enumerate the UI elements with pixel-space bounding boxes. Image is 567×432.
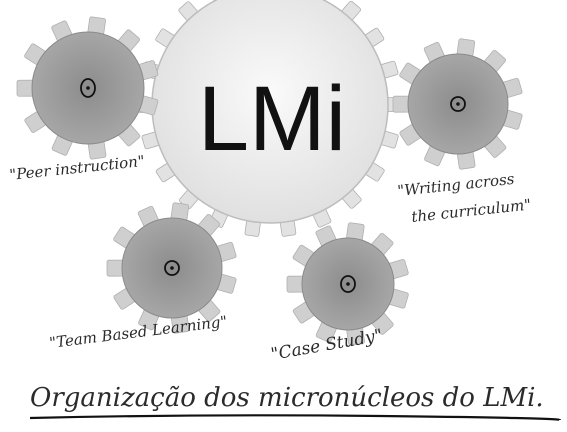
gear-peer-instruction [17,17,158,160]
gear-label-writing-line2: the curriculum" [411,196,532,226]
gear-case-study [287,222,409,345]
gear-hub-dot [86,86,90,90]
gear-hub-dot [170,266,174,270]
gear-hub-dot [346,282,350,286]
gear-hub-dot [456,102,460,106]
gear-label-peer-instruction: "Peer instruction" [9,152,146,184]
gear-label-team-based-learning: "Team Based Learning" [48,312,228,352]
title-underline [30,415,560,420]
diagram-title: Organização dos micronúcleos do LMi. [30,383,544,413]
gear-writing-across-curriculum [393,39,523,170]
center-gear-label: LMi [198,68,346,170]
gear-label-writing-line1: "Writing across [397,170,516,200]
